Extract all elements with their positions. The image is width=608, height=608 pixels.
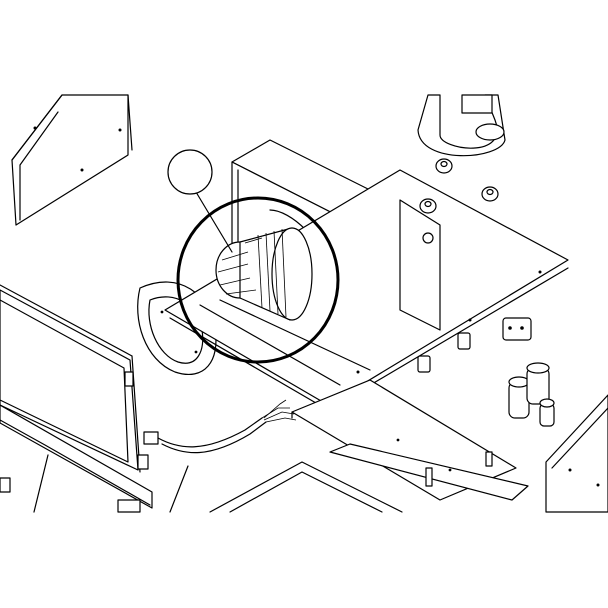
base-channel bbox=[0, 404, 153, 513]
blower-wheel bbox=[215, 227, 313, 321]
left-side-panel bbox=[11, 94, 133, 226]
wiring-harness bbox=[143, 399, 297, 513]
bottom-frame bbox=[209, 461, 403, 513]
right-side-panel bbox=[545, 394, 608, 513]
compressor bbox=[417, 94, 506, 157]
mounting-clips bbox=[417, 332, 471, 373]
unit-base-pan bbox=[164, 169, 569, 411]
capacitors bbox=[502, 317, 555, 427]
callout-bubble bbox=[167, 149, 213, 195]
support-rail bbox=[291, 379, 529, 501]
rubber-grommets bbox=[419, 158, 499, 214]
highlight-ring bbox=[176, 196, 340, 364]
callout-leader bbox=[195, 191, 233, 253]
front-panel bbox=[0, 284, 149, 473]
